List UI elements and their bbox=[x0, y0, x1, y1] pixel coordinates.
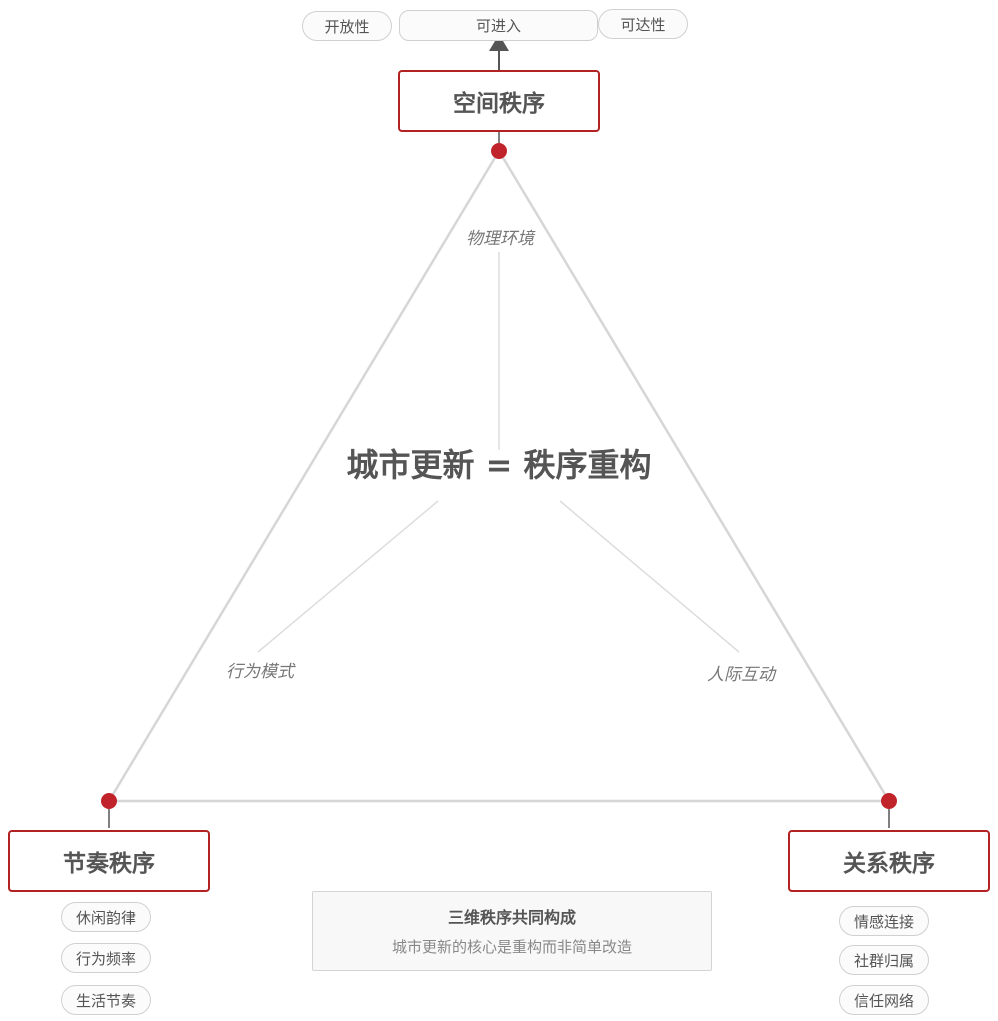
summary-title: 三维秩序共同构成 bbox=[447, 908, 576, 927]
node-rhythm-order: 节奏秩序 bbox=[8, 830, 210, 892]
spoke-right bbox=[559, 500, 740, 653]
tag-reachability: 可达性 bbox=[598, 9, 688, 39]
tag-leisure-rhythm: 休闲韵律 bbox=[61, 902, 151, 932]
tag-trust-network: 信任网络 bbox=[839, 985, 929, 1015]
summary-subtitle: 城市更新的核心是重构而非简单改造 bbox=[391, 938, 632, 956]
triangle-edge-left bbox=[107, 150, 501, 802]
edge-label-physical: 物理环境 bbox=[466, 229, 534, 249]
arrowhead-up-icon bbox=[489, 41, 509, 51]
edge-label-behavior: 行为模式 bbox=[226, 662, 294, 682]
triangle-edge-right bbox=[497, 150, 891, 802]
vertex-dot-right bbox=[881, 793, 897, 809]
tag-accessible: 可进入 bbox=[399, 10, 598, 41]
tag-life-rhythm: 生活节奏 bbox=[61, 985, 151, 1015]
edge-label-interpersonal: 人际互动 bbox=[707, 665, 775, 685]
tag-community-belonging: 社群归属 bbox=[839, 945, 929, 975]
summary-box: 三维秩序共同构成 城市更新的核心是重构而非简单改造 bbox=[312, 891, 712, 971]
node-spatial-order: 空间秩序 bbox=[398, 70, 600, 132]
node-relation-order: 关系秩序 bbox=[788, 830, 990, 892]
vertex-dot-left bbox=[101, 793, 117, 809]
spoke-left bbox=[257, 500, 439, 653]
tag-openness: 开放性 bbox=[302, 11, 392, 41]
tag-behavior-frequency: 行为频率 bbox=[61, 943, 151, 973]
tag-emotional-connection: 情感连接 bbox=[839, 906, 929, 936]
vertex-dot-top bbox=[491, 143, 507, 159]
center-title: 城市更新 = 秩序重构 bbox=[346, 446, 652, 484]
